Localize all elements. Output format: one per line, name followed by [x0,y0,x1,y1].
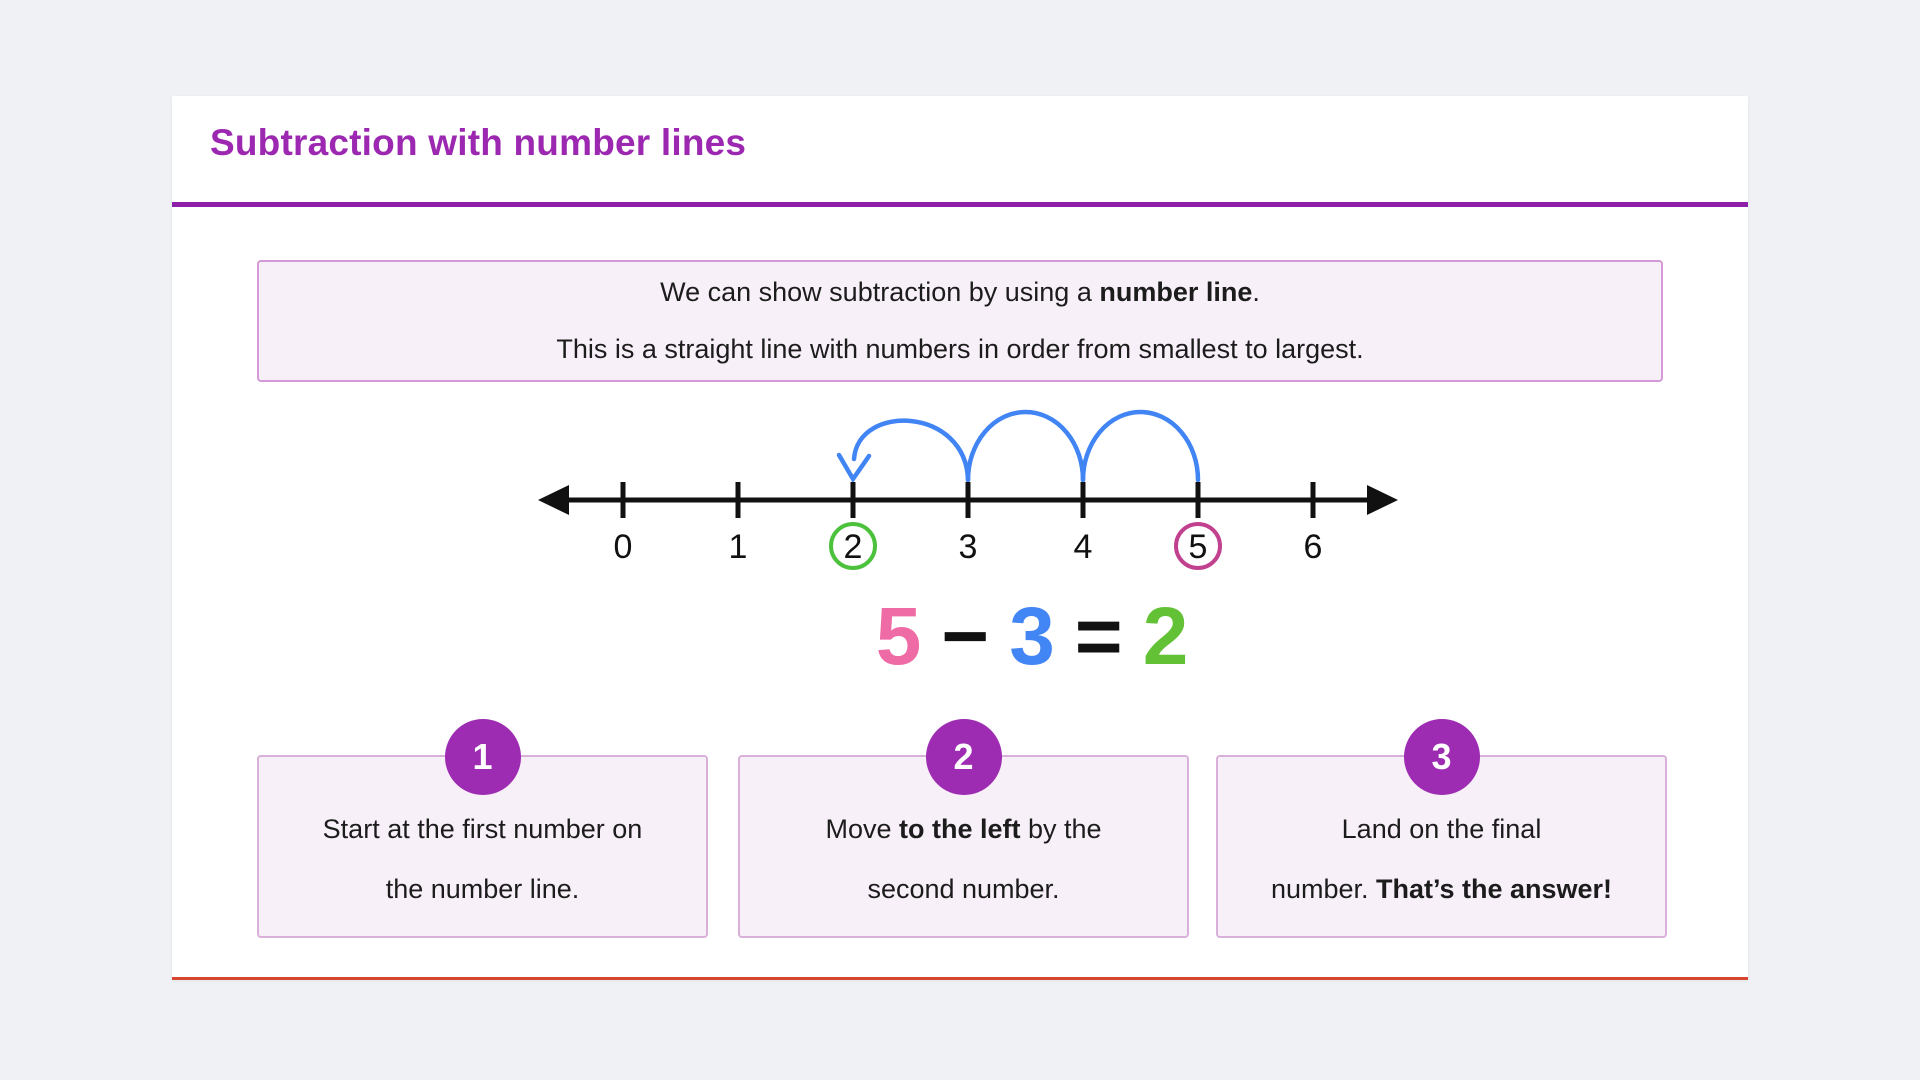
start-circle [1174,522,1222,570]
right-arrowhead-icon [1367,485,1398,515]
lesson-panel: Subtraction with number lines We can sho… [172,96,1748,980]
jump-arc-1 [1080,409,1201,483]
page-title: Subtraction with number lines [210,122,747,163]
result-circle [829,522,877,570]
jump-arcs [836,409,1201,484]
tick-labels: 0 1 2 3 4 5 6 [614,528,1323,566]
axis [563,482,1373,518]
intro-line-1: We can show subtraction by using a numbe… [660,277,1260,307]
tick-label-1: 1 [729,528,748,566]
equation-subtrahend: 3 [1009,591,1055,682]
intro-line-2: This is a straight line with numbers in … [556,334,1364,364]
equation-result: 2 [1142,591,1189,682]
landing-arrow-icon [836,452,872,484]
tick-label-6: 6 [1304,528,1323,566]
equals-sign: = [1074,591,1123,682]
tick-label-4: 4 [1074,528,1093,566]
tick-label-5: 5 [1189,528,1208,566]
tick-label-3: 3 [959,528,978,566]
tick-label-0: 0 [614,528,633,566]
step-badge-3: 3 [1403,719,1480,795]
step-badge-1: 1 [444,719,521,795]
minus-sign: − [941,591,990,682]
title-divider [172,202,1748,207]
jump-arc-3 [851,418,971,483]
tick-label-2: 2 [844,528,863,566]
left-arrowhead-icon [538,485,569,515]
number-line-diagram: 0 1 2 3 4 5 6 [538,409,1398,570]
equation-minuend: 5 [875,591,922,682]
intro-box: We can show subtraction by using a numbe… [257,260,1663,382]
equation: 5−3=2 [876,596,1189,678]
jump-arc-2 [965,409,1086,483]
step-badge-2: 2 [925,719,1002,795]
